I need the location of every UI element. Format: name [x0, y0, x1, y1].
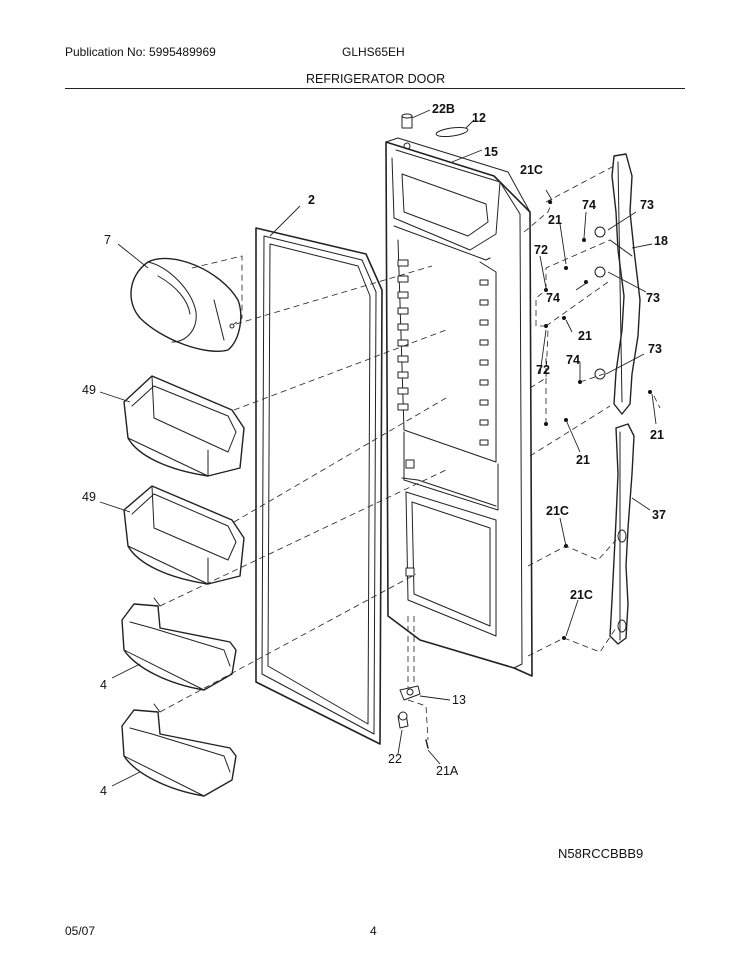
- callout-12: 12: [472, 111, 486, 125]
- callout-21c-mid: 21C: [546, 504, 569, 518]
- callout-49-a: 49: [82, 383, 96, 397]
- callout-4-a: 4: [100, 678, 107, 692]
- door-liner: [385, 137, 533, 677]
- callout-22b: 22B: [432, 102, 455, 116]
- drawing-number: N58RCCBBB9: [558, 846, 644, 861]
- callout-72-a: 72: [534, 243, 548, 257]
- hinge-pin-13: [399, 685, 421, 701]
- publication-number: Publication No: 5995489969: [65, 45, 216, 59]
- callout-74-b: 74: [546, 291, 560, 305]
- callout-74-a: 74: [582, 198, 596, 212]
- footer-date: 05/07: [65, 924, 96, 938]
- door-shelf-upper: [121, 597, 237, 691]
- plug-12: [435, 126, 469, 138]
- callout-74-c: 74: [566, 353, 580, 367]
- callout-13: 13: [452, 693, 466, 707]
- callout-73-c: 73: [648, 342, 662, 356]
- callout-2: 2: [308, 193, 315, 207]
- callout-15: 15: [484, 145, 498, 159]
- washer-73-b: [594, 266, 606, 278]
- washer-73-a: [594, 226, 606, 238]
- callout-21-c: 21: [650, 428, 664, 442]
- callout-21-b: 21: [578, 329, 592, 343]
- callout-7: 7: [104, 233, 111, 247]
- callout-21a: 21A: [436, 764, 459, 778]
- door-hinge-37: [609, 423, 635, 645]
- callout-22: 22: [388, 752, 402, 766]
- door-hinge-18: [609, 153, 641, 415]
- callout-49-b: 49: [82, 490, 96, 504]
- callout-21c-bot: 21C: [570, 588, 593, 602]
- callout-21-d: 21: [576, 453, 590, 467]
- callout-73-a: 73: [640, 198, 654, 212]
- door-bin-upper: [123, 375, 245, 477]
- dairy-compartment: [130, 257, 242, 352]
- washer-73-c: [594, 368, 606, 380]
- header-divider: [65, 88, 685, 89]
- door-gasket: [255, 227, 383, 745]
- diagram-title: REFRIGERATOR DOOR: [306, 72, 446, 86]
- door-bin-lower: [123, 485, 245, 585]
- callout-21-a: 21: [548, 213, 562, 227]
- page-number: 4: [370, 924, 377, 938]
- callout-21c-top: 21C: [520, 163, 543, 177]
- cap-22b: [401, 113, 413, 129]
- callout-73-b: 73: [646, 291, 660, 305]
- callout-72-b: 72: [536, 363, 550, 377]
- door-shelf-lower: [121, 703, 237, 797]
- model-number: GLHS65EH: [342, 45, 405, 59]
- callout-37: 37: [652, 508, 666, 522]
- callout-4-b: 4: [100, 784, 107, 798]
- callout-18: 18: [654, 234, 668, 248]
